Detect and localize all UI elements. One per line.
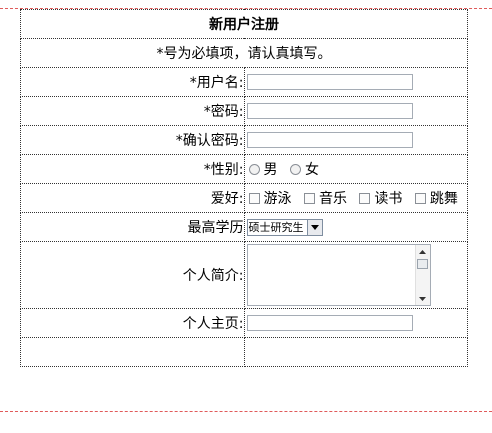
empty-row	[20, 337, 468, 367]
empty-label-cell	[20, 337, 245, 367]
top-divider	[0, 8, 492, 9]
confirm-row: *确认密码:	[20, 125, 468, 155]
education-label: 最高学历	[20, 212, 245, 242]
education-selected-value: 硕士研究生	[248, 221, 304, 234]
username-input[interactable]	[246, 74, 413, 90]
scroll-down-icon[interactable]	[416, 292, 430, 305]
form-title: 新用户注册	[20, 9, 468, 39]
intro-textarea[interactable]	[246, 244, 431, 306]
homepage-input[interactable]	[246, 315, 413, 331]
education-row: 最高学历 硕士研究生	[20, 212, 468, 242]
hobby-swim-label: 游泳	[263, 191, 292, 207]
hobby-music-checkbox[interactable]	[303, 192, 315, 204]
hobby-reading-label: 读书	[374, 191, 403, 207]
hobby-dance-label: 跳舞	[429, 191, 458, 207]
hobby-reading-checkbox[interactable]	[359, 192, 371, 204]
scroll-thumb[interactable]	[416, 259, 428, 269]
intro-scrollbar[interactable]	[414, 245, 430, 305]
password-row: *密码:	[20, 96, 468, 126]
title-row: 新用户注册	[20, 9, 468, 39]
username-label: *用户名:	[20, 67, 245, 97]
education-select[interactable]: 硕士研究生	[246, 218, 323, 236]
required-hint: *号为必填项，请认真填写。	[20, 38, 468, 68]
hobby-dance-checkbox[interactable]	[414, 192, 426, 204]
gender-male-radio[interactable]	[248, 163, 260, 175]
intro-row: 个人简介:	[20, 241, 468, 309]
confirm-password-label: *确认密码:	[20, 125, 245, 155]
empty-field-cell	[243, 337, 468, 367]
hobby-swim-checkbox[interactable]	[248, 192, 260, 204]
gender-row: *性别: 男 女	[20, 154, 468, 184]
hobby-label: 爱好:	[20, 183, 245, 213]
hobby-music-label: 音乐	[318, 191, 347, 207]
chevron-down-icon[interactable]	[306, 219, 322, 235]
bottom-divider	[0, 411, 492, 412]
gender-label: *性别:	[20, 154, 245, 184]
homepage-row: 个人主页:	[20, 308, 468, 338]
homepage-label: 个人主页:	[20, 308, 245, 338]
gender-male-label: 男	[263, 162, 278, 178]
password-input[interactable]	[246, 103, 413, 119]
scroll-up-icon[interactable]	[416, 245, 430, 258]
gender-female-label: 女	[304, 162, 319, 178]
registration-table: 新用户注册 *号为必填项，请认真填写。 *用户名: *密码: *确认密码: *性…	[20, 9, 468, 367]
gender-female-radio[interactable]	[289, 163, 301, 175]
hobby-row: 爱好: 游泳 音乐 读书 跳舞 逛街	[20, 183, 468, 213]
hint-row: *号为必填项，请认真填写。	[20, 38, 468, 68]
password-label: *密码:	[20, 96, 245, 126]
intro-label: 个人简介:	[20, 241, 245, 309]
username-row: *用户名:	[20, 67, 468, 97]
confirm-password-input[interactable]	[246, 132, 413, 148]
